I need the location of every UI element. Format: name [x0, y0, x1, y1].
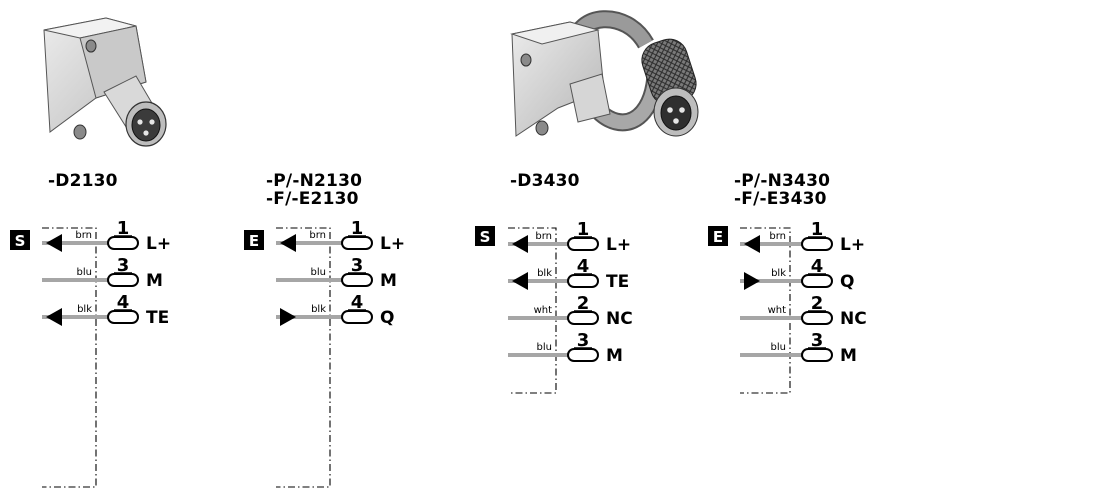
pin-number: 4	[577, 256, 590, 277]
pin-capsule	[567, 237, 599, 251]
title-line: -F/-E2130	[266, 189, 359, 209]
pin-number: 1	[117, 218, 130, 239]
wire-color-label: blk	[771, 268, 786, 279]
pin-number: 3	[811, 330, 824, 351]
housing-outline	[276, 227, 331, 488]
pin-capsule	[801, 237, 833, 251]
arrow-in-icon	[512, 272, 528, 290]
wire-color-label: wht	[768, 305, 787, 316]
pin-capsule	[801, 274, 833, 288]
pin-number: 3	[577, 330, 590, 351]
wire-color-label: blk	[311, 304, 326, 315]
pin-number: 4	[811, 256, 824, 277]
pin-capsule	[567, 274, 599, 288]
arrow-out-icon	[744, 272, 760, 290]
badge-box	[10, 230, 30, 250]
title-line: -F/-E3430	[734, 189, 827, 209]
signal-name: TE	[146, 308, 169, 328]
arrow-in-icon	[46, 308, 62, 326]
signal-name: M	[146, 271, 163, 291]
title-line: -P/-N3430	[734, 171, 831, 191]
variant-title-pn3430: -P/-N3430 -F/-E3430	[734, 172, 830, 208]
pin-number: 1	[811, 219, 824, 240]
pin-number: 1	[351, 218, 364, 239]
wire-color-label: brn	[535, 231, 552, 242]
pin-number: 2	[577, 293, 590, 314]
pin-capsule	[341, 273, 373, 287]
badge-box	[475, 226, 495, 246]
wire-color-label: brn	[309, 230, 326, 241]
badge-box	[708, 226, 728, 246]
arrow-in-icon	[46, 234, 62, 252]
signal-name: L+	[146, 234, 171, 254]
wire-color-label: blk	[537, 268, 552, 279]
arrow-in-icon	[744, 235, 760, 253]
pin-capsule	[567, 311, 599, 325]
pin-number: 2	[811, 293, 824, 314]
badge-letter: S	[480, 228, 491, 246]
title-line: -P/-N2130	[266, 171, 363, 191]
pin-capsule	[341, 236, 373, 250]
wire-color-label: brn	[769, 231, 786, 242]
variant-title-d2130: -D2130	[48, 172, 118, 190]
pin-capsule	[801, 348, 833, 362]
signal-name: L+	[840, 235, 865, 255]
wire-color-label: blu	[311, 267, 326, 278]
pin-number: 4	[351, 292, 364, 313]
pin-capsule	[801, 311, 833, 325]
wire-color-label: blk	[77, 304, 92, 315]
arrow-out-icon	[280, 308, 296, 326]
badge-letter: S	[15, 232, 26, 250]
pin-capsule	[107, 273, 139, 287]
housing-outline	[508, 227, 557, 394]
arrow-in-icon	[280, 234, 296, 252]
pin-number: 4	[117, 292, 130, 313]
signal-name: L+	[606, 235, 631, 255]
pin-capsule	[107, 236, 139, 250]
pin-number: 3	[351, 255, 364, 276]
variant-title-d3430: -D3430	[510, 172, 580, 190]
variant-title-pn2130: -P/-N2130 -F/-E2130	[266, 172, 362, 208]
signal-name: Q	[840, 272, 854, 292]
signal-name: M	[840, 346, 857, 366]
signal-name: M	[380, 271, 397, 291]
signal-name: NC	[840, 309, 867, 329]
title-line: -D2130	[48, 171, 118, 191]
signal-name: NC	[606, 309, 633, 329]
badge-letter: E	[249, 232, 259, 250]
title-line: -D3430	[510, 171, 580, 191]
pin-capsule	[341, 310, 373, 324]
wire-color-label: brn	[75, 230, 92, 241]
wire-color-label: blu	[77, 267, 92, 278]
pin-capsule	[567, 348, 599, 362]
signal-name: TE	[606, 272, 629, 292]
wire-color-label: blu	[537, 342, 552, 353]
badge-box	[244, 230, 264, 250]
sensor-cable-connector-illustration	[510, 10, 699, 137]
signal-name: M	[606, 346, 623, 366]
pin-number: 3	[117, 255, 130, 276]
wire-color-label: wht	[534, 305, 553, 316]
signal-name: L+	[380, 234, 405, 254]
pin-capsule	[107, 310, 139, 324]
housing-outline	[740, 227, 791, 394]
signal-name: Q	[380, 308, 394, 328]
sensor-connector-illustration	[43, 17, 167, 147]
arrow-in-icon	[512, 235, 528, 253]
wire-color-label: blu	[771, 342, 786, 353]
housing-outline	[42, 227, 97, 488]
badge-letter: E	[713, 228, 723, 246]
pin-number: 1	[577, 219, 590, 240]
